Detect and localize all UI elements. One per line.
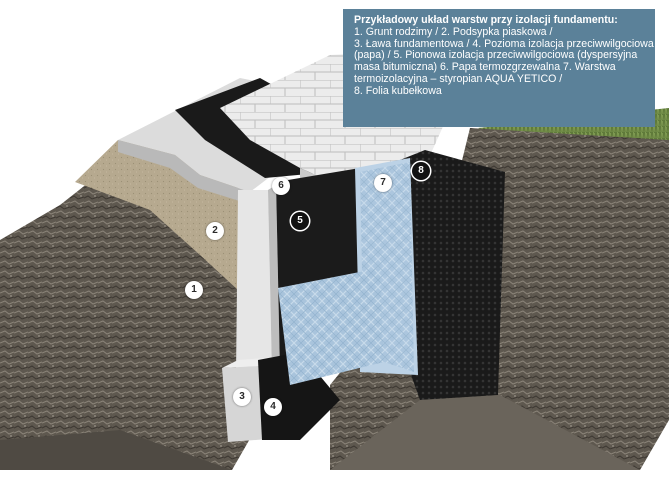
marker-8-dimpled-membrane: 8 xyxy=(412,162,430,180)
marker-4-horizontal-waterproofing: 4 xyxy=(264,398,282,416)
legend-line: 8. Folia kubełkowa xyxy=(354,86,647,98)
marker-5-vertical-bitumen: 5 xyxy=(291,212,309,230)
layer-legend-box: Przykładowy układ warstw przy izolacji f… xyxy=(343,9,655,127)
legend-line: 1. Grunt rodzimy / 2. Podsypka piaskowa … xyxy=(354,27,647,39)
marker-3-footing: 3 xyxy=(233,388,251,406)
foundation-wall-face xyxy=(236,190,272,375)
marker-2-sand-backfill: 2 xyxy=(206,222,224,240)
marker-1-native-soil: 1 xyxy=(185,281,203,299)
marker-6-torch-on-felt: 6 xyxy=(272,177,290,195)
legend-line: termoizolacyjna – styropian AQUA YETICO … xyxy=(354,74,647,86)
marker-7-eps-insulation: 7 xyxy=(374,174,392,192)
